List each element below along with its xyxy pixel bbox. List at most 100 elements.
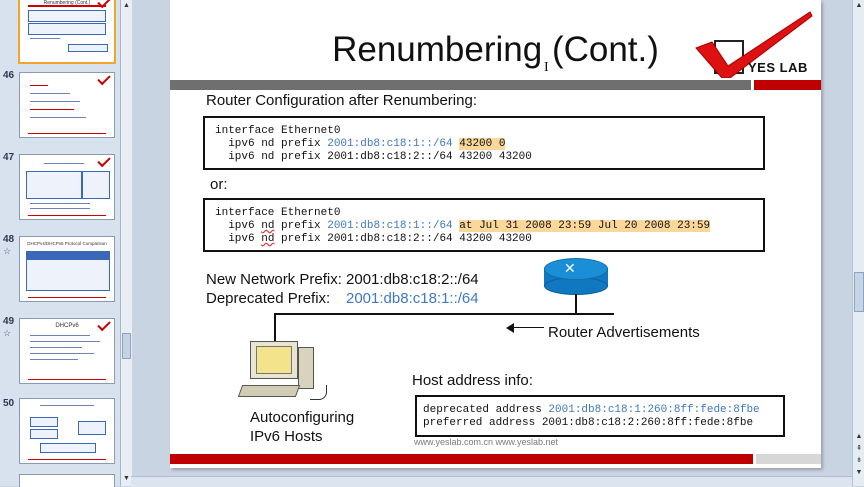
or-label: or: — [210, 176, 228, 193]
old-prefix-text: 2001:db8:c18:1::/64 — [327, 220, 453, 232]
thumbnail-scrollbar[interactable]: ▲ ▼ — [120, 0, 132, 486]
thumbnail-footer-bar — [28, 215, 106, 216]
slide-thumbnail[interactable] — [19, 72, 115, 138]
thumbnail-title: DHCPv4/DHCPv6 Protocol Comparison — [27, 241, 107, 246]
thumbnail-config-box — [28, 10, 106, 22]
thumbnail-text-line — [44, 163, 84, 164]
scroll-up-icon[interactable]: ▲ — [123, 2, 130, 9]
slide-thumbnail[interactable] — [19, 154, 115, 220]
config-heading: Router Configuration after Renumbering: — [206, 92, 477, 109]
animation-star-icon: ☆ — [3, 246, 12, 256]
hosts-label-line2: IPv6 Hosts — [250, 428, 323, 445]
slide-number: 46 — [3, 70, 15, 81]
scrollbar-thumb[interactable] — [854, 272, 864, 312]
thumbnail-box — [30, 429, 58, 439]
deprecated-prefix-value: 2001:db8:c18:1::/64 — [346, 290, 479, 307]
slide-number: 48 — [3, 234, 15, 245]
logo-check-icon — [695, 11, 813, 78]
pc-tower-icon — [298, 347, 314, 389]
scroll-down-icon[interactable]: ▼ — [855, 469, 863, 476]
scroll-up-icon[interactable]: ▲ — [855, 433, 863, 440]
thumbnail-text-line — [30, 101, 80, 102]
new-prefix-label: New Network Prefix: 2001:db8:c18:2::/64 — [206, 271, 479, 288]
slide-number: 50 — [3, 398, 15, 409]
thumbnail-text-line — [30, 109, 74, 110]
host-computer-icon — [237, 337, 330, 403]
network-drop-line — [274, 313, 276, 341]
config-line: interface Ethernet0 — [215, 125, 341, 137]
thumbnail-text-line — [30, 353, 94, 354]
config-box-1: interface Ethernet0 ipv6 nd prefix 2001:… — [203, 116, 765, 170]
footer-url: www.yeslab.com.cn www.yeslab.net — [414, 437, 559, 447]
thumbnail-text-line — [40, 405, 94, 406]
spellcheck-word: nd — [261, 233, 275, 245]
arrow-head — [506, 323, 514, 333]
config-text: prefix — [274, 220, 328, 232]
scroll-down-icon[interactable]: ▼ — [123, 475, 130, 482]
config-box-2: interface Ethernet0 ipv6 nd prefix 2001:… — [203, 198, 765, 252]
thumbnail-host-box — [68, 44, 108, 52]
slide-thumbnail-pane: Renumbering (Cont.) 46 47 — [0, 0, 121, 487]
thumbnail-box — [40, 443, 96, 453]
hosts-label-line1: Autoconfiguring — [250, 409, 355, 426]
thumbnail-text-line — [30, 93, 70, 94]
thumbnail-title: Renumbering (Cont.) — [43, 0, 91, 6]
keyboard-icon — [237, 385, 301, 397]
thumbnail-footer-bar — [28, 297, 106, 298]
router-advertisements-label: Router Advertisements — [548, 324, 700, 341]
logo-text: YES LAB — [748, 60, 808, 75]
logo-check-icon — [97, 73, 111, 86]
config-text: deprecated address — [423, 404, 549, 416]
title-accent-bar — [754, 80, 821, 90]
footer-gray-bar — [756, 454, 821, 464]
thumbnail-table-header — [26, 251, 110, 259]
slide-title[interactable]: Renumbering (Cont.) — [332, 30, 659, 69]
config-line: interface Ethernet0 — [215, 207, 341, 219]
router-icon: ✕ — [544, 258, 608, 295]
router-top — [544, 258, 608, 280]
thumbnail-footer-bar — [28, 459, 106, 460]
thumbnail-text-line — [30, 347, 82, 348]
previous-slide-icon[interactable]: ⇞ — [856, 445, 862, 452]
left-arrow-icon — [506, 321, 546, 335]
thumbnail-config-box — [28, 23, 106, 35]
thumbnail-text-line — [30, 203, 90, 204]
thumbnail-text-line — [30, 359, 78, 360]
config-text: ipv6 nd prefix — [215, 138, 328, 150]
thumbnail-text-line — [30, 341, 100, 342]
host-address-line: preferred address 2001:db8:c18:2:260:8ff… — [423, 417, 754, 429]
logo-check-icon — [97, 155, 111, 168]
thumbnail-table — [82, 171, 110, 199]
config-text: prefix 2001:db8:c18:2::/64 43200 43200 — [274, 233, 532, 245]
slide-thumbnail[interactable]: DHCPv6 — [19, 318, 115, 384]
deprecated-address: 2001:db8:c18:1:260:8ff:fede:8fbe — [548, 404, 760, 416]
slide-thumbnail[interactable] — [19, 474, 115, 487]
thumbnail-box — [78, 421, 106, 435]
slide-thumbnail-selected[interactable]: Renumbering (Cont.) — [18, 0, 116, 64]
network-segment-line — [274, 313, 614, 315]
old-prefix-text: 2001:db8:c18:1::/64 — [327, 138, 453, 150]
slide-thumbnail[interactable] — [19, 398, 115, 464]
footer-accent-bar — [170, 454, 753, 464]
router-arrows-icon: ✕ — [564, 260, 576, 276]
config-text: ipv6 — [215, 233, 262, 245]
slide-canvas[interactable]: Renumbering (Cont.) I YES LAB Router Con… — [170, 0, 821, 468]
mouse-cable-icon — [310, 385, 327, 400]
deprecated-prefix-label: Deprecated Prefix: — [206, 290, 331, 307]
thumbnail-box — [30, 417, 58, 427]
config-text: ipv6 — [215, 220, 262, 232]
thumbnail-title: DHCPv6 — [55, 323, 79, 329]
animation-star-icon: ☆ — [3, 328, 12, 338]
scrollbar-thumb[interactable] — [122, 333, 131, 359]
scroll-up-icon[interactable]: ▲ — [855, 2, 863, 9]
slide-thumbnail[interactable]: DHCPv4/DHCPv6 Protocol Comparison — [19, 236, 115, 302]
thumbnail-text-line — [30, 85, 48, 86]
monitor-icon — [250, 341, 298, 379]
slide-number: 49 — [3, 316, 15, 327]
config-line: ipv6 nd prefix 2001:db8:c18:2::/64 43200… — [215, 151, 532, 163]
title-divider-bar — [170, 80, 751, 90]
editor-bottom-strip — [131, 476, 852, 487]
slide-number: 47 — [3, 152, 15, 163]
next-slide-icon[interactable]: ⇟ — [856, 457, 862, 464]
editor-vertical-scrollbar[interactable]: ▲ ▲ ⇞ ⇟ ▼ — [852, 0, 864, 486]
